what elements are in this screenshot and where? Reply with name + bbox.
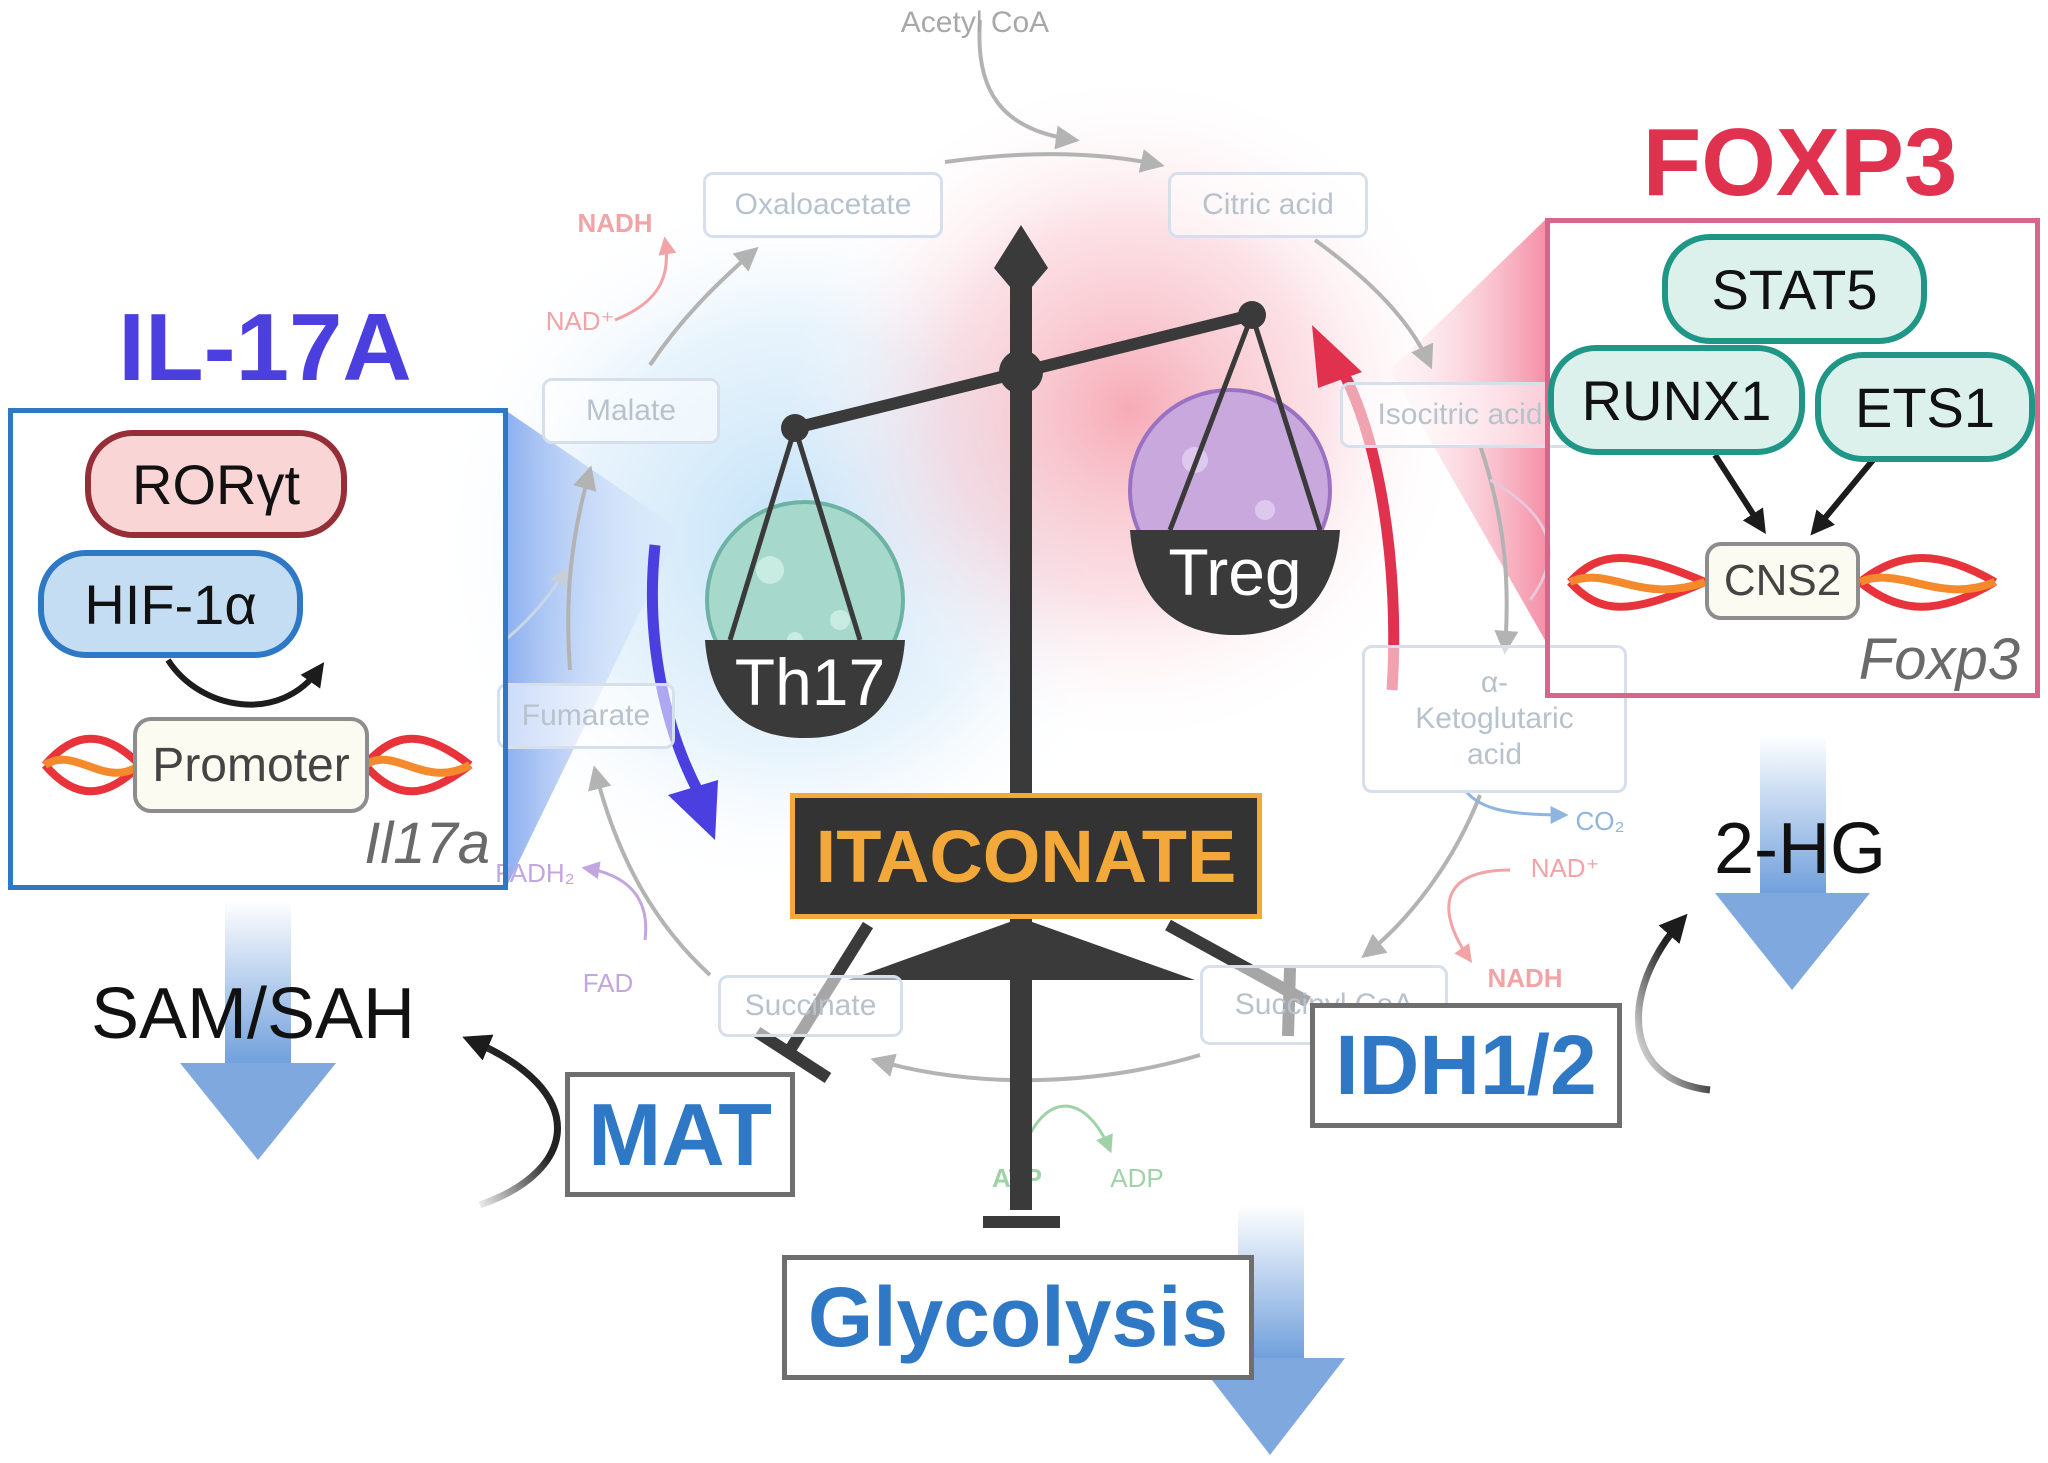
foxp3-gene-label: Foxp3	[1858, 626, 2020, 692]
foxp3-dna-helix-icon	[1567, 554, 1998, 611]
nad-top-label: NAD⁺	[546, 306, 615, 336]
citric-acid-node: Citric acid	[1168, 172, 1368, 238]
fumarate-malate-arrow	[566, 465, 597, 671]
mat-box: MAT	[565, 1072, 795, 1197]
isocitrate-akg-arrow	[1478, 444, 1519, 655]
atp-adp-arrow	[1018, 1104, 1113, 1161]
cns2-node: CNS2	[1705, 542, 1860, 620]
adp-label: ADP	[1110, 1163, 1163, 1193]
sam-sah-down-arrow-icon	[180, 900, 336, 1160]
runx1-node: RUNX1	[1548, 345, 1805, 455]
treg-pan	[1130, 530, 1340, 635]
fad-fadh2-arrow	[581, 861, 648, 941]
il17a-dna-helix-icon	[41, 734, 473, 796]
scale-pivot	[999, 350, 1043, 394]
itaconate-label: ITACONATE	[790, 793, 1262, 919]
glycolysis-box: Glycolysis	[782, 1255, 1254, 1380]
il17a-panel	[8, 408, 508, 890]
tca-cycle-arrows	[566, 19, 1519, 1083]
il17a-title: IL-17A	[118, 293, 412, 401]
th17-shift-arrow	[646, 544, 705, 798]
two-hg-down-arrow-icon	[1715, 735, 1870, 990]
akg-succcoa-arrow	[1361, 794, 1482, 958]
two-hg-label: 2-HG	[1713, 809, 1887, 889]
il17a-promoter-node: Promoter	[133, 717, 369, 813]
fumarate-node: Fumarate	[497, 683, 675, 749]
foxp3-panel	[1545, 218, 2040, 698]
nadh-top-label: NADH	[577, 208, 652, 238]
runx1-to-cns2-arrow	[1712, 453, 1766, 535]
fad-label: FAD	[583, 968, 634, 998]
idh12-box: IDH1/2	[1310, 1003, 1622, 1128]
th17-pan	[705, 640, 905, 738]
oaa-citrate-arrow	[944, 149, 1165, 173]
scale-finial-icon	[994, 225, 1048, 300]
acetyl-coa-label: Acetyl CoA	[901, 6, 1049, 39]
balance-scale	[705, 225, 1340, 1228]
succinate-node: Succinate	[718, 975, 903, 1037]
co2-label: CO₂	[1575, 806, 1624, 836]
treg-shift-arrowhead	[1312, 325, 1362, 388]
co2-arrow	[1463, 789, 1569, 824]
hif1a-transcription-arrow	[165, 658, 325, 708]
malate-fumarate-side-arrow	[504, 566, 567, 642]
scale-pole	[1010, 265, 1032, 1210]
idh-to-2hg-arrow	[1635, 913, 1711, 1094]
malate-node: Malate	[542, 378, 720, 444]
isocitric-acid-node: Isocitric acid	[1340, 382, 1580, 448]
nadh-right-label: NADH	[1487, 963, 1562, 993]
succinate-fumarate-arrow	[588, 765, 712, 977]
sam-sah-label: SAM/SAH	[90, 974, 416, 1054]
foxp3-title: FOXP3	[1642, 109, 1958, 216]
ets1-node: ETS1	[1815, 352, 2035, 462]
nad-nadh-top-arrow	[614, 236, 677, 322]
oxaloacetate-node: Oxaloacetate	[703, 172, 943, 238]
stat5-node: STAT5	[1662, 234, 1927, 344]
mat-inhibit-bar	[753, 1026, 832, 1084]
nad-right-label: NAD⁺	[1531, 853, 1600, 883]
mat-to-sam-arrow	[462, 1034, 561, 1209]
rorgt-node: RORγt	[85, 430, 347, 538]
hif1a-node: HIF-1α	[38, 550, 303, 658]
acetyl-arrow	[977, 19, 1080, 150]
citrate-isocitrate-arrow	[1313, 238, 1434, 370]
th17-shift-arrowhead	[668, 780, 718, 840]
il17-cone	[505, 410, 680, 890]
scale-base	[848, 918, 1195, 980]
treg-label: Treg	[1168, 535, 1301, 609]
alpha-ketoglutaric-acid-node: α- Ketoglutaric acid	[1362, 645, 1627, 793]
succcoa-succinate-arrow	[870, 1053, 1201, 1083]
ets1-to-cns2-arrow	[1810, 458, 1876, 536]
fadh2-label: FADH₂	[495, 858, 574, 888]
th17-label: Th17	[735, 645, 885, 719]
il17a-gene-label: Il17a	[364, 810, 490, 876]
malate-oaa-arrow	[648, 246, 759, 367]
nad-nadh-right-arrow	[1447, 868, 1511, 963]
